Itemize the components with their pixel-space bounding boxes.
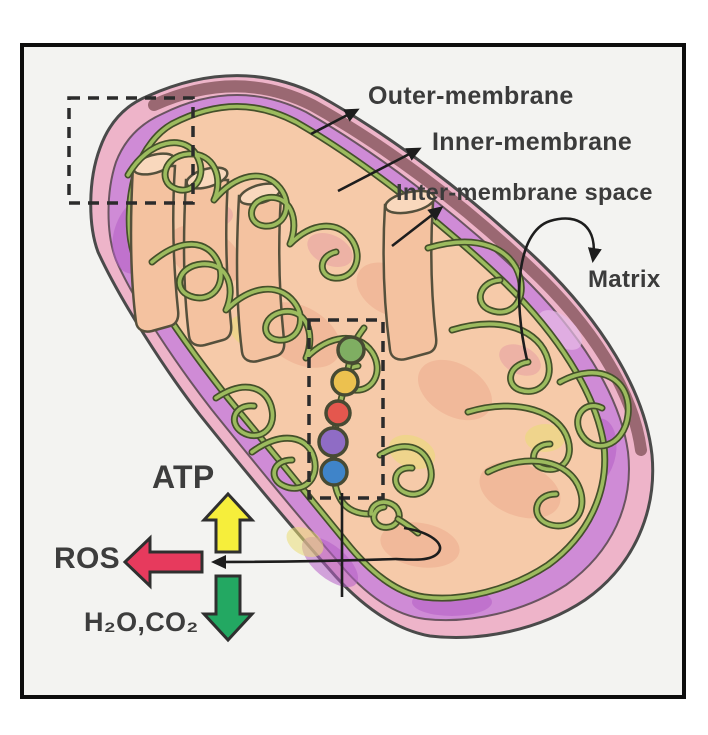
highlight-box-etc <box>307 318 385 500</box>
complex-dot-4 <box>317 426 349 458</box>
matrix-arrow <box>517 217 602 361</box>
outer-membrane-arrow <box>310 108 360 136</box>
electron-transport-chain <box>317 328 418 533</box>
mitochondrion-body <box>89 74 655 639</box>
inner-membrane-arrow <box>337 147 422 193</box>
matrix-label: Matrix <box>588 266 661 293</box>
h2o-co2-down-arrow <box>200 574 256 643</box>
complex-dot-3 <box>324 399 352 427</box>
cristae-tubes <box>129 152 438 363</box>
annotation-arrows <box>211 108 602 597</box>
intermembrane-space-arrow <box>391 206 444 248</box>
intermembrane-space-label: Inter-membrane space <box>396 179 653 205</box>
complex-dot-2 <box>330 367 360 397</box>
atp-up-arrow <box>200 491 256 554</box>
outer-membrane-band <box>148 80 647 456</box>
highlight-box-cristae <box>67 96 195 205</box>
ros-left-arrow <box>122 534 204 590</box>
outer-membrane-label: Outer-membrane <box>368 82 574 110</box>
complex-dot-5 <box>319 457 349 487</box>
atp-label: ATP <box>152 459 215 495</box>
outputs-pointer-curve <box>211 526 442 569</box>
h2o-co2-label: H₂O,CO₂ <box>84 607 199 637</box>
ros-label: ROS <box>54 542 120 575</box>
output-arrows <box>122 491 256 643</box>
inner-membrane-label: Inner-membrane <box>432 128 633 156</box>
complex-dot-1 <box>336 335 366 365</box>
